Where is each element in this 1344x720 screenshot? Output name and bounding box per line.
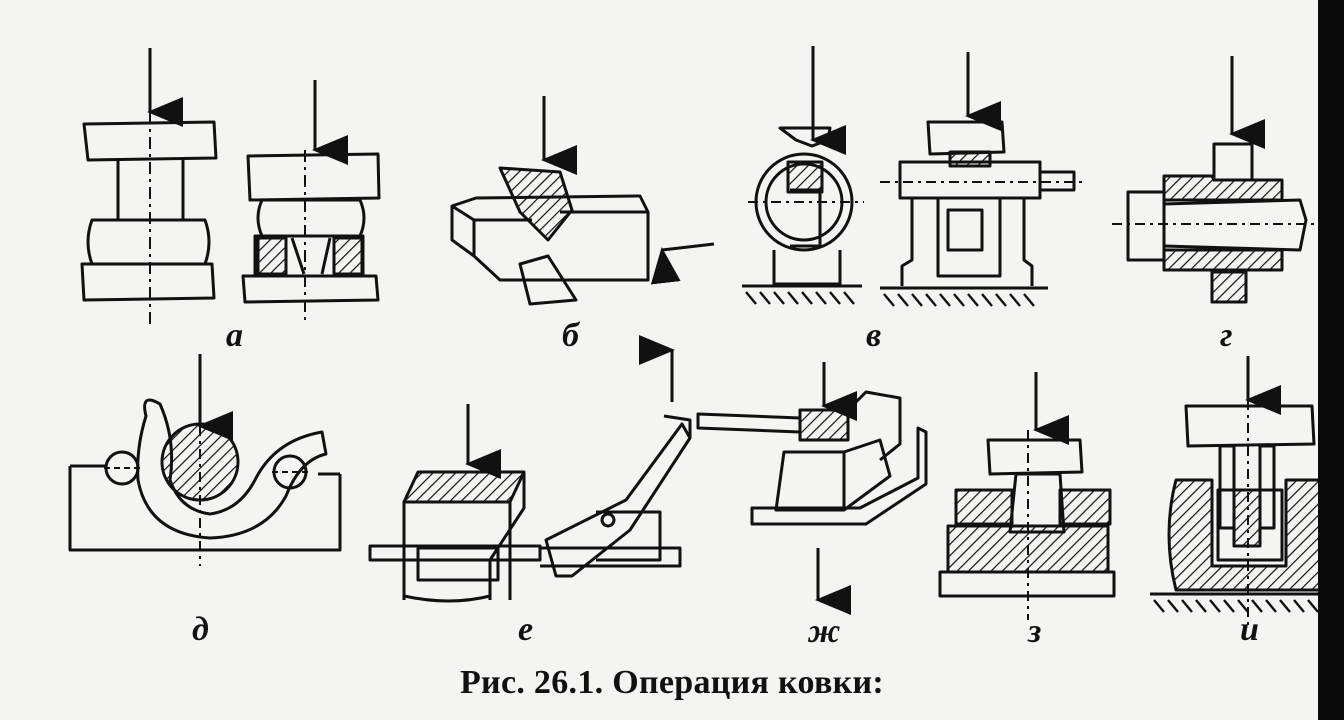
diagram-e-twisting — [368, 335, 692, 603]
diagram-b-cutting — [450, 96, 715, 306]
label-g: г — [1220, 317, 1233, 354]
figure-caption: Рис. 26.1. Операция ковки: — [459, 664, 885, 701]
label-b: б — [562, 317, 581, 354]
label-i: и — [1240, 611, 1259, 648]
label-a: а — [226, 317, 243, 354]
label-d: д — [192, 611, 209, 648]
diagram-z-piercing — [938, 372, 1116, 620]
diagram-v-punching — [742, 46, 1082, 307]
diagram-g-mandrel — [1112, 56, 1316, 304]
diagram-a-upsetting — [80, 48, 381, 326]
label-e: е — [518, 611, 533, 648]
diagram-d-bending — [68, 354, 342, 566]
label-z: з — [1027, 613, 1041, 650]
scan-edge — [1318, 0, 1344, 720]
diagram-i-closed-die — [1150, 356, 1324, 626]
label-zh: ж — [807, 613, 840, 650]
diagram-zh-drawing — [696, 362, 928, 615]
label-v: в — [866, 317, 881, 354]
